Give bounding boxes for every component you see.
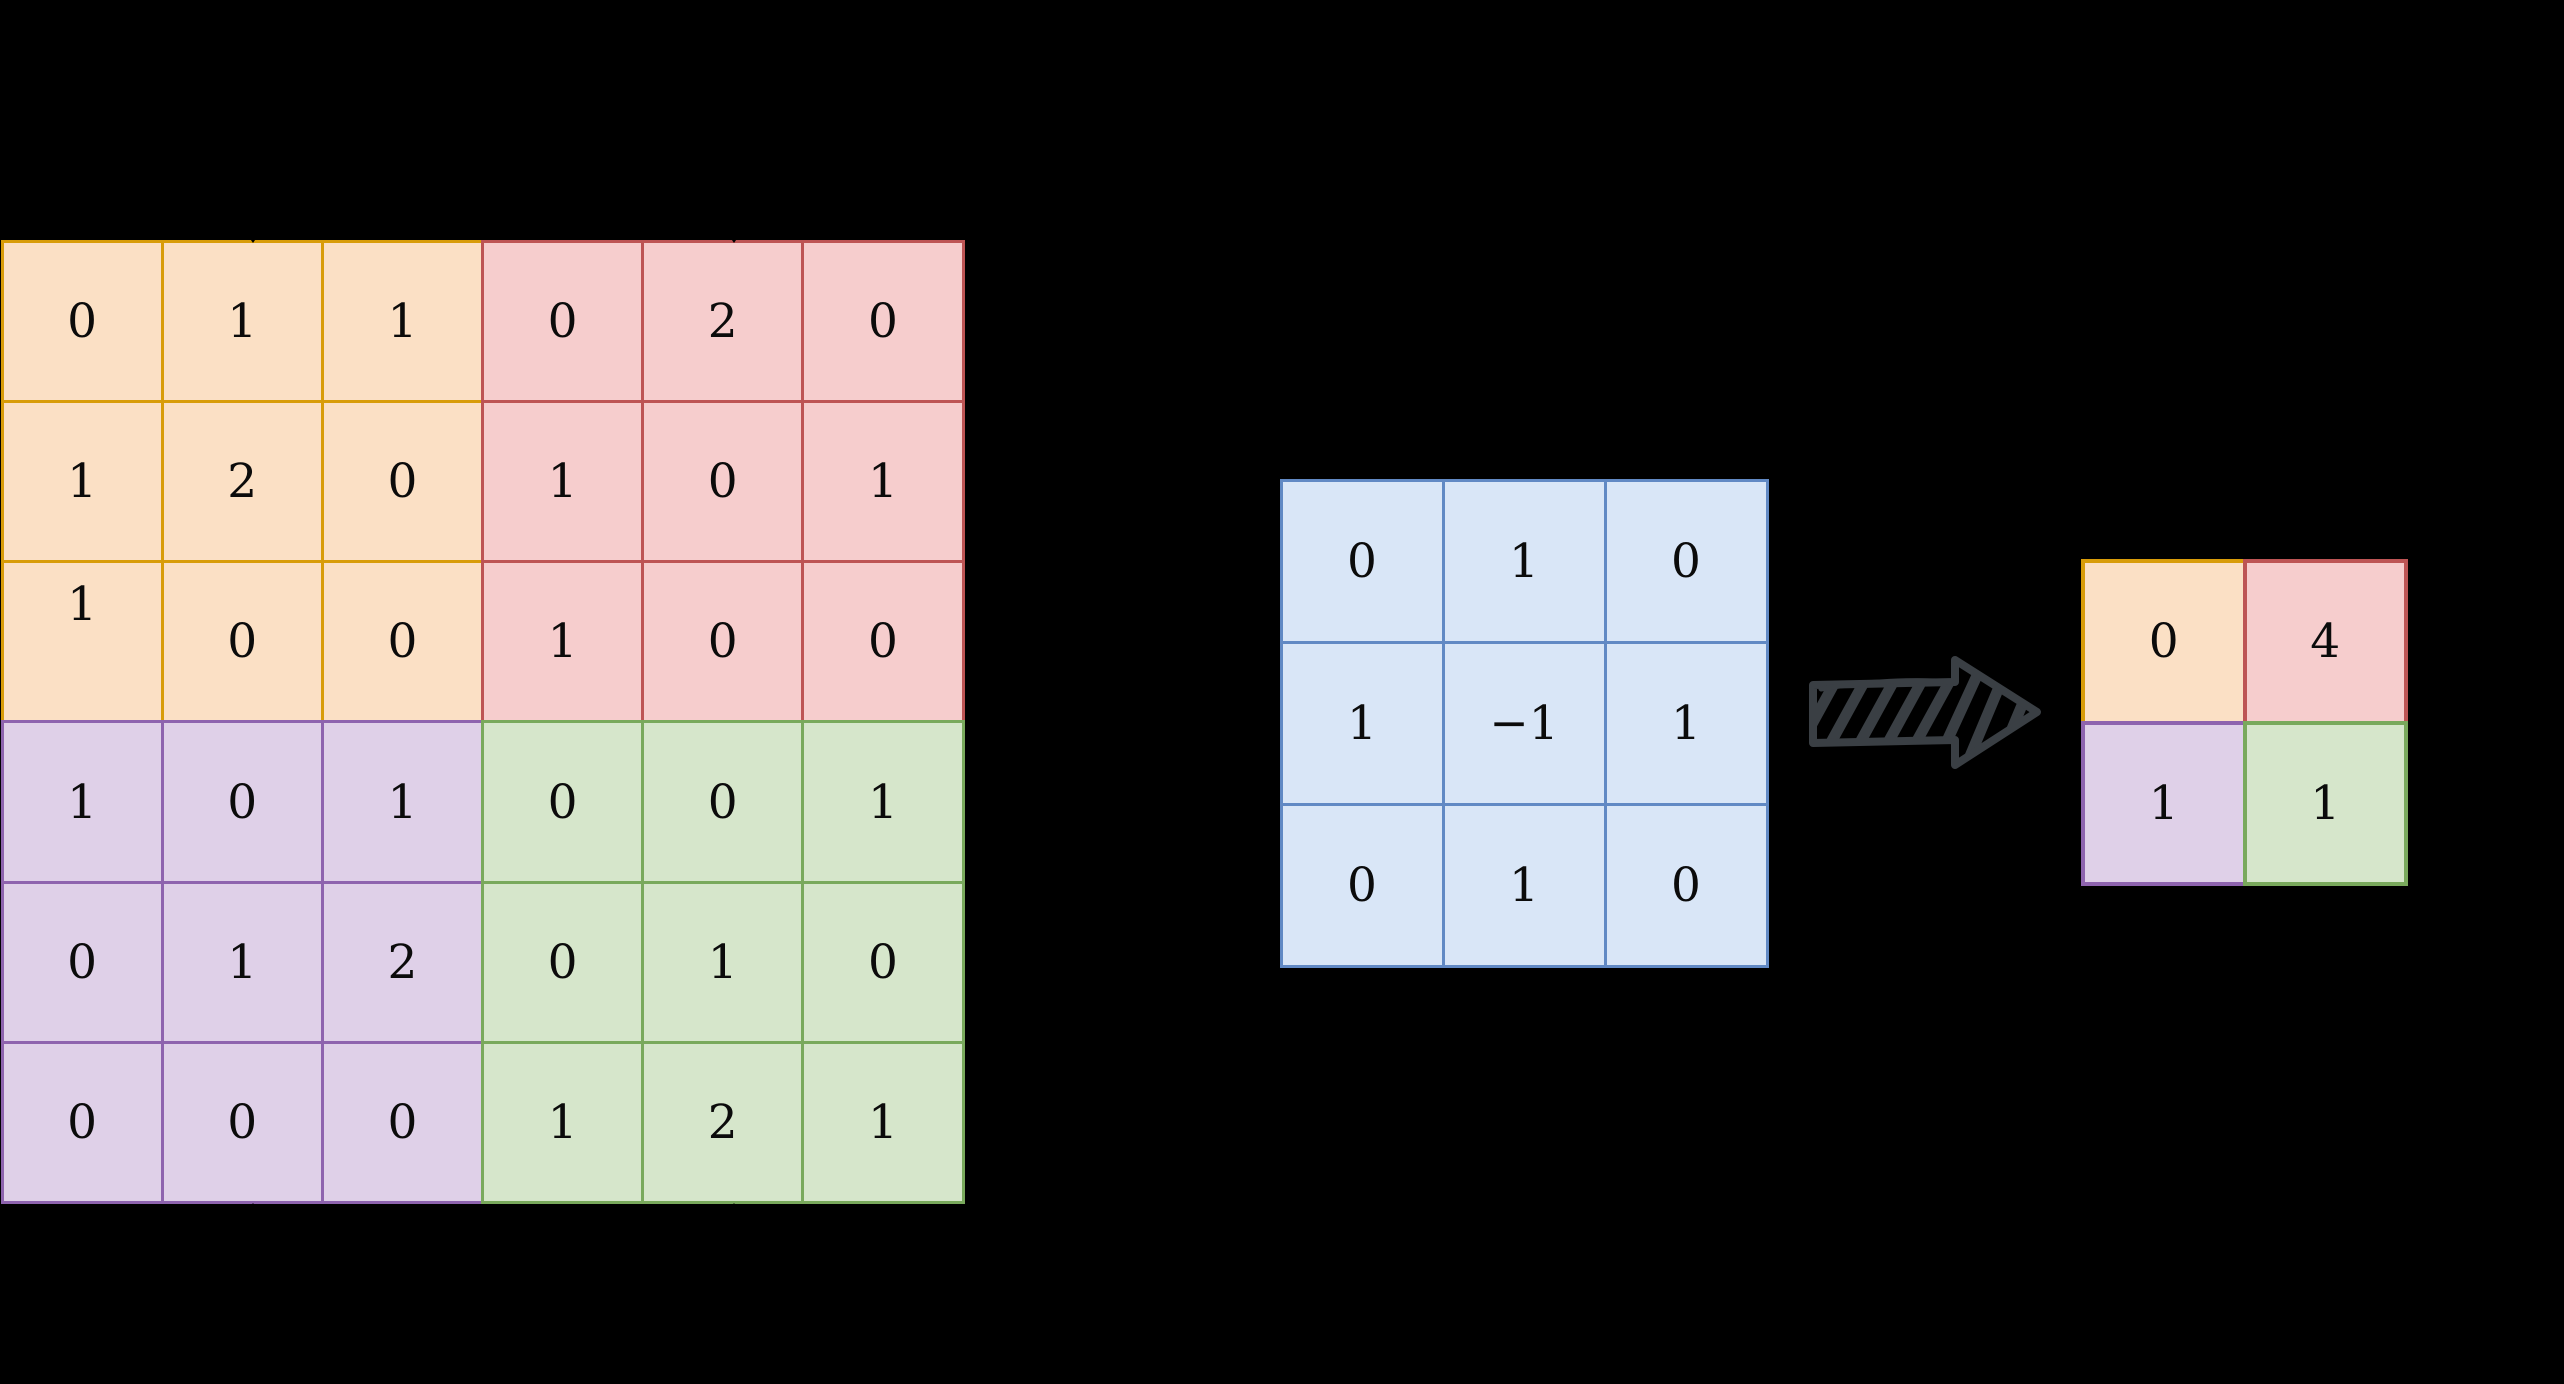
convolution-kernel-cell-r2-c0: 0 (1279, 802, 1445, 968)
convolution-kernel-cell-r0-c1: 1 (1441, 478, 1607, 644)
input-feature-map-cell-r2-c1: 0 (160, 560, 324, 724)
input-feature-map-cell-r2-c5: 0 (801, 560, 965, 724)
input-feature-map-cell-r1-c3: 1 (481, 399, 645, 564)
input-feature-map-cell-r4-c5: 0 (801, 880, 965, 1045)
input-feature-map-cell-r3-c2: 1 (320, 720, 484, 884)
input-feature-map-cell-r1-c1: 2 (160, 399, 324, 564)
input-feature-map-cell-r3-c0: 1 (0, 720, 164, 884)
input-feature-map-cell-r4-c2: 2 (320, 880, 484, 1045)
input-feature-map-cell-r5-c4: 2 (641, 1041, 805, 1205)
input-feature-map-cell-r5-c1: 0 (160, 1041, 324, 1205)
input-feature-map-cell-r3-c1: 0 (160, 720, 324, 884)
input-feature-map-cell-r2-c0: 1 (0, 560, 164, 724)
input-feature-map-cell-r3-c5: 1 (801, 720, 965, 884)
grid-top-notch-right (723, 227, 745, 243)
input-feature-map-cell-r5-c0: 0 (0, 1041, 164, 1205)
input-feature-map-cell-r1-c4: 0 (641, 399, 805, 564)
input-feature-map-cell-r1-c0: 1 (0, 399, 164, 564)
convolution-kernel-cell-r1-c1: −1 (1441, 640, 1607, 806)
output-feature-map-cell-r0-c1: 4 (2242, 559, 2408, 725)
input-feature-map-cell-r0-c3: 0 (481, 239, 645, 403)
input-feature-map-cell-r3-c4: 0 (641, 720, 805, 884)
convolution-kernel-cell-r0-c0: 0 (1279, 478, 1445, 644)
grid-top-notch-left (242, 227, 264, 243)
input-feature-map-cell-r0-c4: 2 (641, 239, 805, 403)
input-feature-map-cell-r0-c5: 0 (801, 239, 965, 403)
convolution-kernel-cell-r0-c2: 0 (1603, 478, 1769, 644)
sketch-arrow-right-icon (1805, 655, 2045, 770)
input-feature-map-cell-r0-c1: 1 (160, 239, 324, 403)
input-feature-map-cell-r0-c2: 1 (320, 239, 484, 403)
input-feature-map-cell-r4-c4: 1 (641, 880, 805, 1045)
input-feature-map-cell-r4-c1: 1 (160, 880, 324, 1045)
grid-bottom-notch-right (723, 1203, 745, 1219)
input-feature-map-cell-r5-c2: 0 (320, 1041, 484, 1205)
input-feature-map-cell-r1-c2: 0 (320, 399, 484, 564)
input-feature-map-cell-r5-c3: 1 (481, 1041, 645, 1205)
output-feature-map-cell-r0-c0: 0 (2081, 559, 2247, 725)
convolution-kernel-cell-r2-c2: 0 (1603, 802, 1769, 968)
input-feature-map-cell-r4-c0: 0 (0, 880, 164, 1045)
input-feature-map-cell-r1-c5: 1 (801, 399, 965, 564)
output-feature-map-cell-r1-c1: 1 (2242, 720, 2408, 886)
convolution-kernel-cell-r2-c1: 1 (1441, 802, 1607, 968)
input-feature-map-cell-r2-c4: 0 (641, 560, 805, 724)
input-feature-map-cell-r3-c3: 0 (481, 720, 645, 884)
convolution-kernel-cell-r1-c0: 1 (1279, 640, 1445, 806)
output-feature-map-cell-r1-c0: 1 (2081, 720, 2247, 886)
input-feature-map-cell-r2-c2: 0 (320, 560, 484, 724)
input-feature-map-cell-r2-c3: 1 (481, 560, 645, 724)
input-feature-map-cell-r0-c0: 0 (0, 239, 164, 403)
input-feature-map-cell-r4-c3: 0 (481, 880, 645, 1045)
convolution-kernel-cell-r1-c2: 1 (1603, 640, 1769, 806)
input-feature-map-cell-r5-c5: 1 (801, 1041, 965, 1205)
grid-bottom-notch-left (242, 1203, 264, 1219)
